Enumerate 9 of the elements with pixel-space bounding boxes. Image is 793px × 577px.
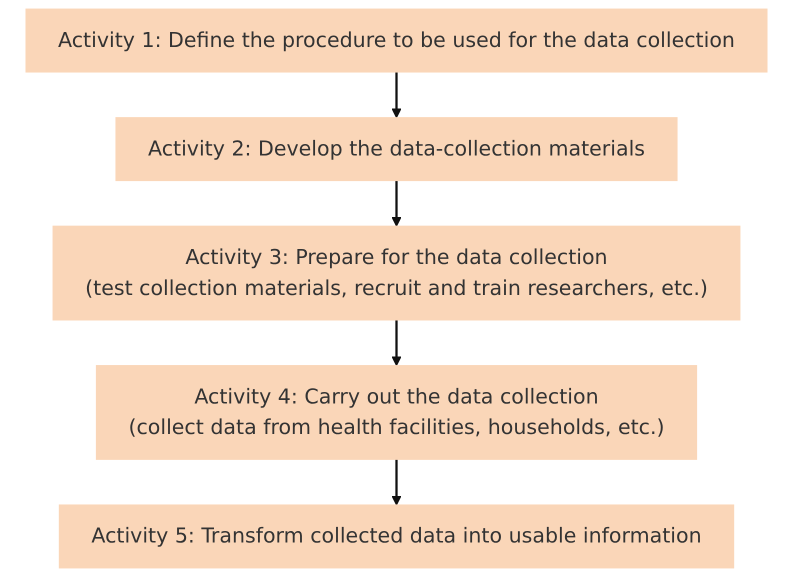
- node-box: Activity 1: Define the procedure to be used for the data collection: [25, 8, 768, 73]
- node-box: Activity 5: Transform collected data into usable information: [58, 504, 734, 568]
- arrow: [391, 459, 402, 506]
- arrow: [391, 320, 402, 366]
- node-box: Activity 4: Carry out the data collection (collect data from health facilities, households, etc.): [96, 365, 698, 460]
- node-box: Activity 2: Develop the data-collection materials: [115, 117, 678, 182]
- arrow: [391, 72, 402, 118]
- node-box: Activity 3: Prepare for the data collection (test collection materials, recruit and train researchers, etc.): [52, 226, 740, 320]
- arrow: [391, 180, 402, 227]
